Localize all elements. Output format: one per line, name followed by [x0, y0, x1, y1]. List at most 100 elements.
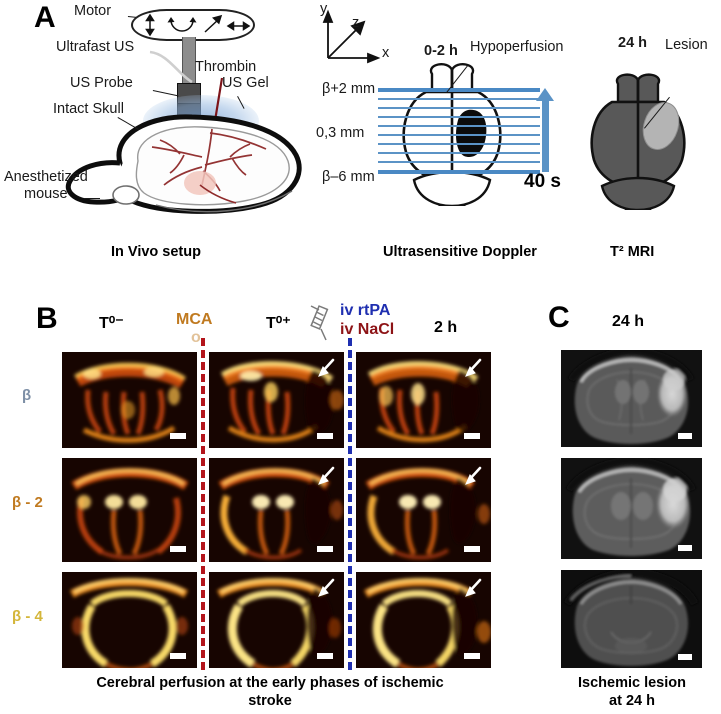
us-gel-label: US Gel	[222, 75, 269, 91]
anesthetized-mouse-leader-line	[84, 198, 100, 199]
doppler-scan-line-bottom	[378, 170, 540, 174]
doppler-render	[62, 572, 197, 668]
hypoperfusion-arrow	[465, 578, 482, 597]
in-vivo-setup-caption: In Vivo setup	[111, 244, 201, 260]
injection-label-rtpa: iv rtPA	[340, 302, 391, 319]
column-header-mca: MCA	[176, 311, 213, 328]
axis-x-label: x	[382, 45, 390, 61]
panel-c-caption-line2: at 24 h	[609, 693, 655, 710]
panel-c-column-header: 24 h	[612, 313, 645, 330]
us-probe-leader-line	[152, 90, 179, 97]
doppler-scan-line	[378, 161, 540, 163]
motor-motion-icons	[145, 13, 251, 37]
scale-bar	[464, 546, 480, 552]
thrombin-label: Thrombin	[195, 59, 257, 75]
panel-b-caption-line2: stroke	[248, 693, 292, 710]
column-header-mca-subscript: o	[191, 329, 201, 346]
hypoperfusion-arrow	[318, 358, 335, 377]
doppler-scan-line-top	[378, 88, 540, 92]
panel-c: C 24 h	[540, 290, 721, 714]
column-header-2h: 2 h	[434, 319, 458, 336]
doppler-image-beta2-2h[interactable]	[356, 458, 491, 562]
doppler-render	[356, 352, 491, 448]
mri-render	[561, 570, 702, 668]
hypoperfusion-arrow	[318, 466, 335, 485]
panel-b: B T⁰⁻ MCA o T⁰⁺ 2 h iv rtPA iv NaCl β β …	[0, 290, 540, 714]
scale-bar	[678, 545, 692, 551]
doppler-render	[356, 572, 491, 668]
doppler-scan-line	[378, 152, 540, 154]
panel-a: A Motor	[0, 0, 721, 285]
mri-render	[561, 458, 702, 559]
column-header-t0-plus: T⁰⁺	[266, 315, 291, 332]
hypoperfusion-label: Hypoperfusion	[470, 39, 564, 55]
mri-image-slice-2[interactable]	[561, 458, 702, 559]
doppler-time-label: 0-2 h	[424, 43, 458, 59]
row-label-beta-minus-4: β - 4	[12, 608, 43, 625]
acquisition-duration-arrow	[536, 88, 554, 172]
scale-bar	[464, 433, 480, 439]
hypoperfusion-arrow	[465, 358, 482, 377]
panel-c-letter: C	[548, 301, 570, 334]
intact-skull-label: Intact Skull	[53, 101, 124, 117]
doppler-image-beta2-t0plus[interactable]	[209, 458, 344, 562]
doppler-image-beta-2h[interactable]	[356, 352, 491, 448]
mri-image-slice-1[interactable]	[561, 350, 702, 447]
mca-occlusion-divider	[201, 338, 205, 670]
doppler-image-beta2-t0minus[interactable]	[62, 458, 197, 562]
step-size-label: 0,3 mm	[316, 125, 365, 141]
mri-time-label: 24 h	[618, 35, 648, 51]
doppler-scan-line	[378, 107, 540, 109]
hypoperfusion-arrow	[318, 578, 335, 597]
doppler-render	[209, 352, 344, 448]
us-cable	[149, 50, 193, 84]
doppler-image-beta-t0plus[interactable]	[209, 352, 344, 448]
axis-y-label: y	[320, 1, 328, 17]
injection-label-nacl: iv NaCl	[340, 321, 395, 338]
anesthetized-mouse-label-line1: Anesthetized	[4, 169, 88, 185]
scale-bar	[317, 546, 333, 552]
scale-bar	[464, 653, 480, 659]
syringe-icon	[310, 305, 329, 341]
ultrasensitive-doppler-caption: Ultrasensitive Doppler	[383, 244, 537, 260]
depth-top-label: β+2 mm	[322, 81, 376, 97]
doppler-image-beta4-t0minus[interactable]	[62, 572, 197, 668]
axis-triad-icon	[322, 9, 381, 64]
doppler-render	[62, 458, 197, 562]
axis-z-label: z	[352, 15, 360, 31]
doppler-render	[209, 458, 344, 562]
ultrafast-us-label: Ultrafast US	[56, 39, 135, 55]
doppler-scan-line	[378, 116, 540, 118]
doppler-render	[356, 458, 491, 562]
panel-b-letter: B	[36, 302, 58, 335]
doppler-image-beta-t0minus[interactable]	[62, 352, 197, 448]
scale-bar	[170, 546, 186, 552]
panel-a-letter: A	[34, 1, 56, 34]
row-label-beta: β	[22, 387, 32, 404]
scale-bar	[170, 433, 186, 439]
panel-b-caption-line1: Cerebral perfusion at the early phases o…	[96, 675, 444, 691]
panel-c-caption-line1: Ischemic lesion	[578, 675, 686, 691]
mri-brain-outline	[590, 73, 686, 210]
motor-label: Motor	[74, 3, 112, 19]
treatment-divider	[348, 338, 352, 670]
anesthetized-mouse-label-line2: mouse	[24, 186, 68, 202]
dorsal-brain-outline	[402, 63, 502, 206]
mri-render	[561, 350, 702, 447]
us-probe-label: US Probe	[70, 75, 133, 91]
doppler-image-beta4-2h[interactable]	[356, 572, 491, 668]
mri-image-slice-3[interactable]	[561, 570, 702, 668]
scale-bar	[678, 433, 692, 439]
doppler-scan-line	[378, 143, 540, 145]
doppler-scan-line	[378, 98, 540, 100]
scale-bar	[317, 653, 333, 659]
scale-bar	[678, 654, 692, 660]
mouse-head-diagram	[65, 114, 302, 214]
lesion-label: Lesion	[665, 37, 708, 53]
doppler-scan-line	[378, 125, 540, 127]
hypoperfusion-arrow	[465, 466, 482, 485]
doppler-image-beta4-t0plus[interactable]	[209, 572, 344, 668]
column-header-t0-minus: T⁰⁻	[99, 315, 124, 332]
scale-bar	[317, 433, 333, 439]
